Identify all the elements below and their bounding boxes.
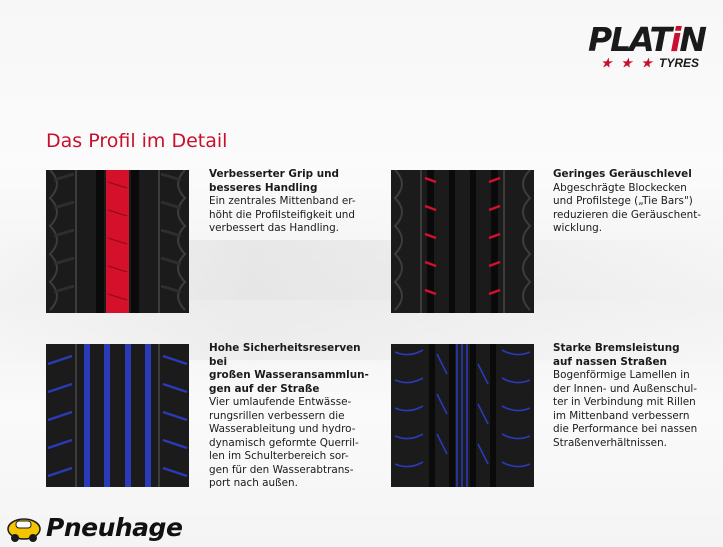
platin-tyres-logo: PLATiN ★ ★ ★TYRES bbox=[570, 20, 707, 74]
feature-braking: Starke Bremsleistung auf nassen Straßen … bbox=[553, 342, 718, 450]
tread-image-grip bbox=[46, 170, 189, 313]
feature-body: Abgeschrägte Blockecken und Profilstege … bbox=[553, 181, 702, 235]
feature-body: Bogenförmige Lamellen in der Innen- und … bbox=[553, 369, 698, 449]
feature-body: Vier umlaufende Entwässe- rungsrillen ve… bbox=[209, 396, 359, 489]
tread-image-noise bbox=[391, 170, 534, 313]
star-icons: ★ ★ ★ bbox=[601, 56, 655, 70]
pneuhage-logo: Pneuhage bbox=[6, 512, 206, 544]
car-icon bbox=[7, 518, 41, 542]
feature-aquaplaning: Hohe Sicherheitsreserven bei großen Wass… bbox=[209, 342, 374, 491]
tread-image-aquaplaning bbox=[46, 344, 189, 487]
feature-noise: Geringes Geräuschlevel Abgeschrägte Bloc… bbox=[553, 168, 718, 236]
feature-heading: Hohe Sicherheitsreserven bei großen Wass… bbox=[209, 342, 369, 395]
footer-brand: Pneuhage bbox=[46, 513, 183, 542]
tread-image-braking bbox=[391, 344, 534, 487]
brand-sub: ★ ★ ★TYRES bbox=[601, 56, 699, 70]
brand-name: PLATiN bbox=[587, 20, 707, 59]
feature-grip: Verbesserter Grip und besseres Handling … bbox=[209, 168, 369, 236]
feature-heading: Geringes Geräuschlevel bbox=[553, 168, 692, 180]
section-title: Das Profil im Detail bbox=[46, 130, 228, 152]
feature-body: Ein zentrales Mittenband er- höht die Pr… bbox=[209, 195, 356, 234]
feature-heading: Starke Bremsleistung auf nassen Straßen bbox=[553, 342, 680, 368]
feature-heading: Verbesserter Grip und besseres Handling bbox=[209, 168, 339, 194]
